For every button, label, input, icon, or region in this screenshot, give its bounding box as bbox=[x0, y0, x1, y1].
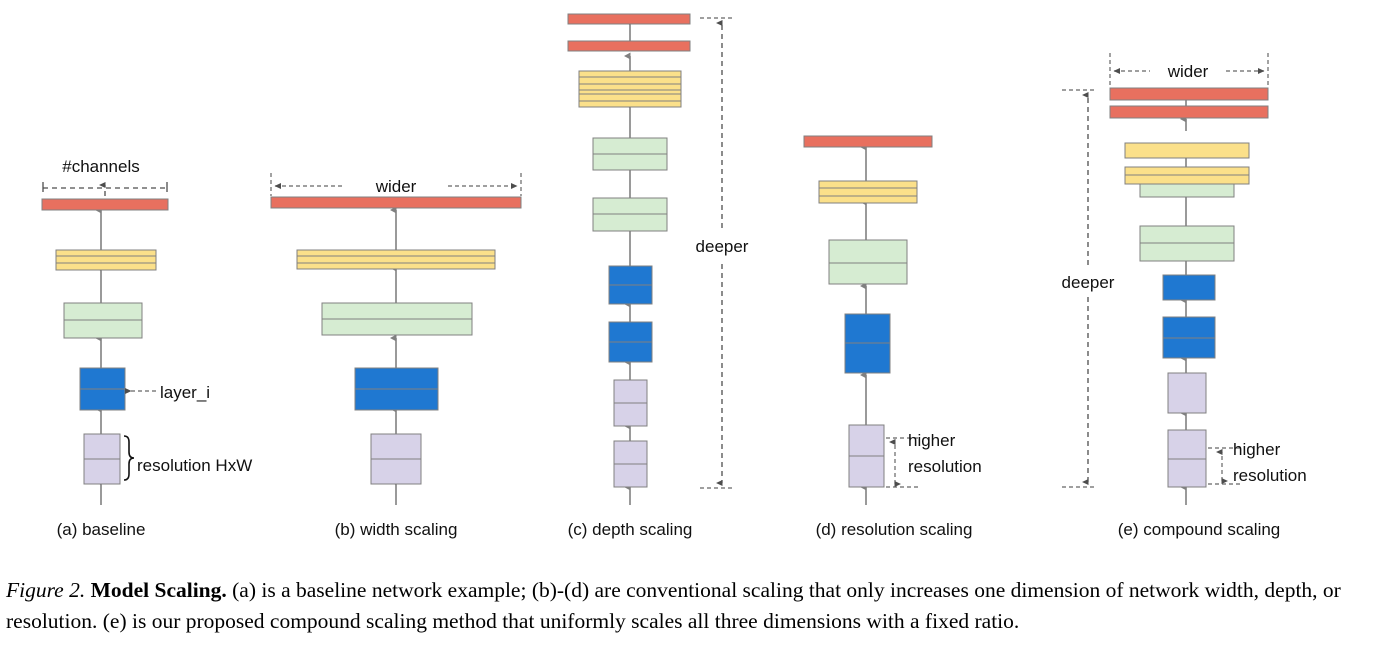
model-scaling-diagram: #channels layer_i resolution HxW (a) bas… bbox=[41, 13, 1307, 539]
block-blue-d1 bbox=[844, 313, 891, 374]
panel-b-label: (b) width scaling bbox=[335, 520, 458, 539]
annotation-deeper-e-label: deeper bbox=[1062, 273, 1115, 292]
panel-b: wider (b) width scaling bbox=[270, 173, 522, 539]
annotation-wider-e-label: wider bbox=[1167, 62, 1209, 81]
block-red-a1 bbox=[41, 198, 169, 211]
panel-e: wider deeper higher resolution (e) compo… bbox=[1062, 53, 1307, 539]
block-red-c1 bbox=[567, 40, 691, 52]
block-green-c1 bbox=[592, 197, 668, 232]
panel-a: #channels layer_i resolution HxW (a) bas… bbox=[41, 157, 252, 539]
annotation-channels bbox=[42, 182, 168, 196]
annotation-wider-e bbox=[1109, 53, 1269, 87]
block-green-c2 bbox=[592, 137, 668, 171]
block-red-e2 bbox=[1109, 87, 1269, 101]
block-lavender-c1 bbox=[613, 440, 648, 488]
panel-e-label: (e) compound scaling bbox=[1118, 520, 1281, 539]
panel-c-label: (c) depth scaling bbox=[568, 520, 693, 539]
panel-d-label: (d) resolution scaling bbox=[816, 520, 973, 539]
annotation-deeper-c bbox=[700, 17, 733, 489]
block-yellow-c2 bbox=[578, 70, 682, 91]
annotation-higher-label: higher bbox=[1233, 440, 1281, 459]
block-lavender-e2 bbox=[1167, 372, 1207, 414]
block-green-a1 bbox=[63, 302, 143, 339]
annotation-higher-label: higher bbox=[908, 431, 956, 450]
annotation-resolution-label: resolution bbox=[1233, 466, 1307, 485]
block-red-d1 bbox=[803, 135, 933, 148]
block-red-b1 bbox=[270, 196, 522, 209]
annotation-higher-resolution-e bbox=[1208, 447, 1240, 485]
panel-d: higher resolution (d) resolution scaling bbox=[803, 135, 982, 539]
caption-body: (a) is a baseline network example; (b)-(… bbox=[6, 578, 1341, 633]
annotation-higher-resolution-d bbox=[886, 437, 921, 488]
block-yellow-c1 bbox=[578, 87, 682, 108]
block-red-c2 bbox=[567, 13, 691, 25]
block-yellow-d1 bbox=[818, 180, 918, 204]
caption-title: Model Scaling. bbox=[90, 578, 227, 602]
block-lavender-e1 bbox=[1167, 429, 1207, 488]
block-lavender-d1 bbox=[848, 424, 885, 488]
annotation-resolution-brace bbox=[123, 435, 135, 481]
annotation-resolution-label: resolution HxW bbox=[137, 456, 252, 475]
caption-figure-number: Figure 2. bbox=[6, 578, 86, 602]
block-green-e1 bbox=[1139, 225, 1235, 262]
annotation-resolution-label: resolution bbox=[908, 457, 982, 476]
annotation-layer-i-label: layer_i bbox=[160, 383, 210, 402]
annotation-wider-b-label: wider bbox=[375, 177, 417, 196]
annotation-deeper-c-label: deeper bbox=[696, 237, 749, 256]
annotation-wider-b bbox=[270, 173, 522, 196]
block-blue-c2 bbox=[608, 265, 653, 305]
block-lavender-b1 bbox=[370, 433, 422, 485]
block-yellow-e1 bbox=[1124, 166, 1250, 185]
panel-c: deeper (c) depth scaling bbox=[567, 13, 749, 539]
panel-a-label: (a) baseline bbox=[57, 520, 146, 539]
annotation-deeper-e bbox=[1062, 89, 1097, 488]
block-green-d1 bbox=[828, 239, 908, 285]
block-yellow-a1 bbox=[55, 249, 157, 271]
block-lavender-a1 bbox=[83, 433, 121, 485]
block-yellow-e2 bbox=[1124, 142, 1250, 159]
annotation-channels-label: #channels bbox=[62, 157, 140, 176]
block-lavender-c2 bbox=[613, 379, 648, 427]
figure-caption: Figure 2. Model Scaling. (a) is a baseli… bbox=[6, 575, 1394, 637]
block-blue-e2 bbox=[1162, 274, 1216, 301]
block-green-b1 bbox=[321, 302, 473, 336]
block-blue-b1 bbox=[354, 367, 439, 411]
block-yellow-b1 bbox=[296, 249, 496, 270]
block-blue-e1 bbox=[1162, 316, 1216, 359]
block-blue-a1 bbox=[79, 367, 126, 411]
block-blue-c1 bbox=[608, 321, 653, 363]
block-red-e1 bbox=[1109, 105, 1269, 119]
